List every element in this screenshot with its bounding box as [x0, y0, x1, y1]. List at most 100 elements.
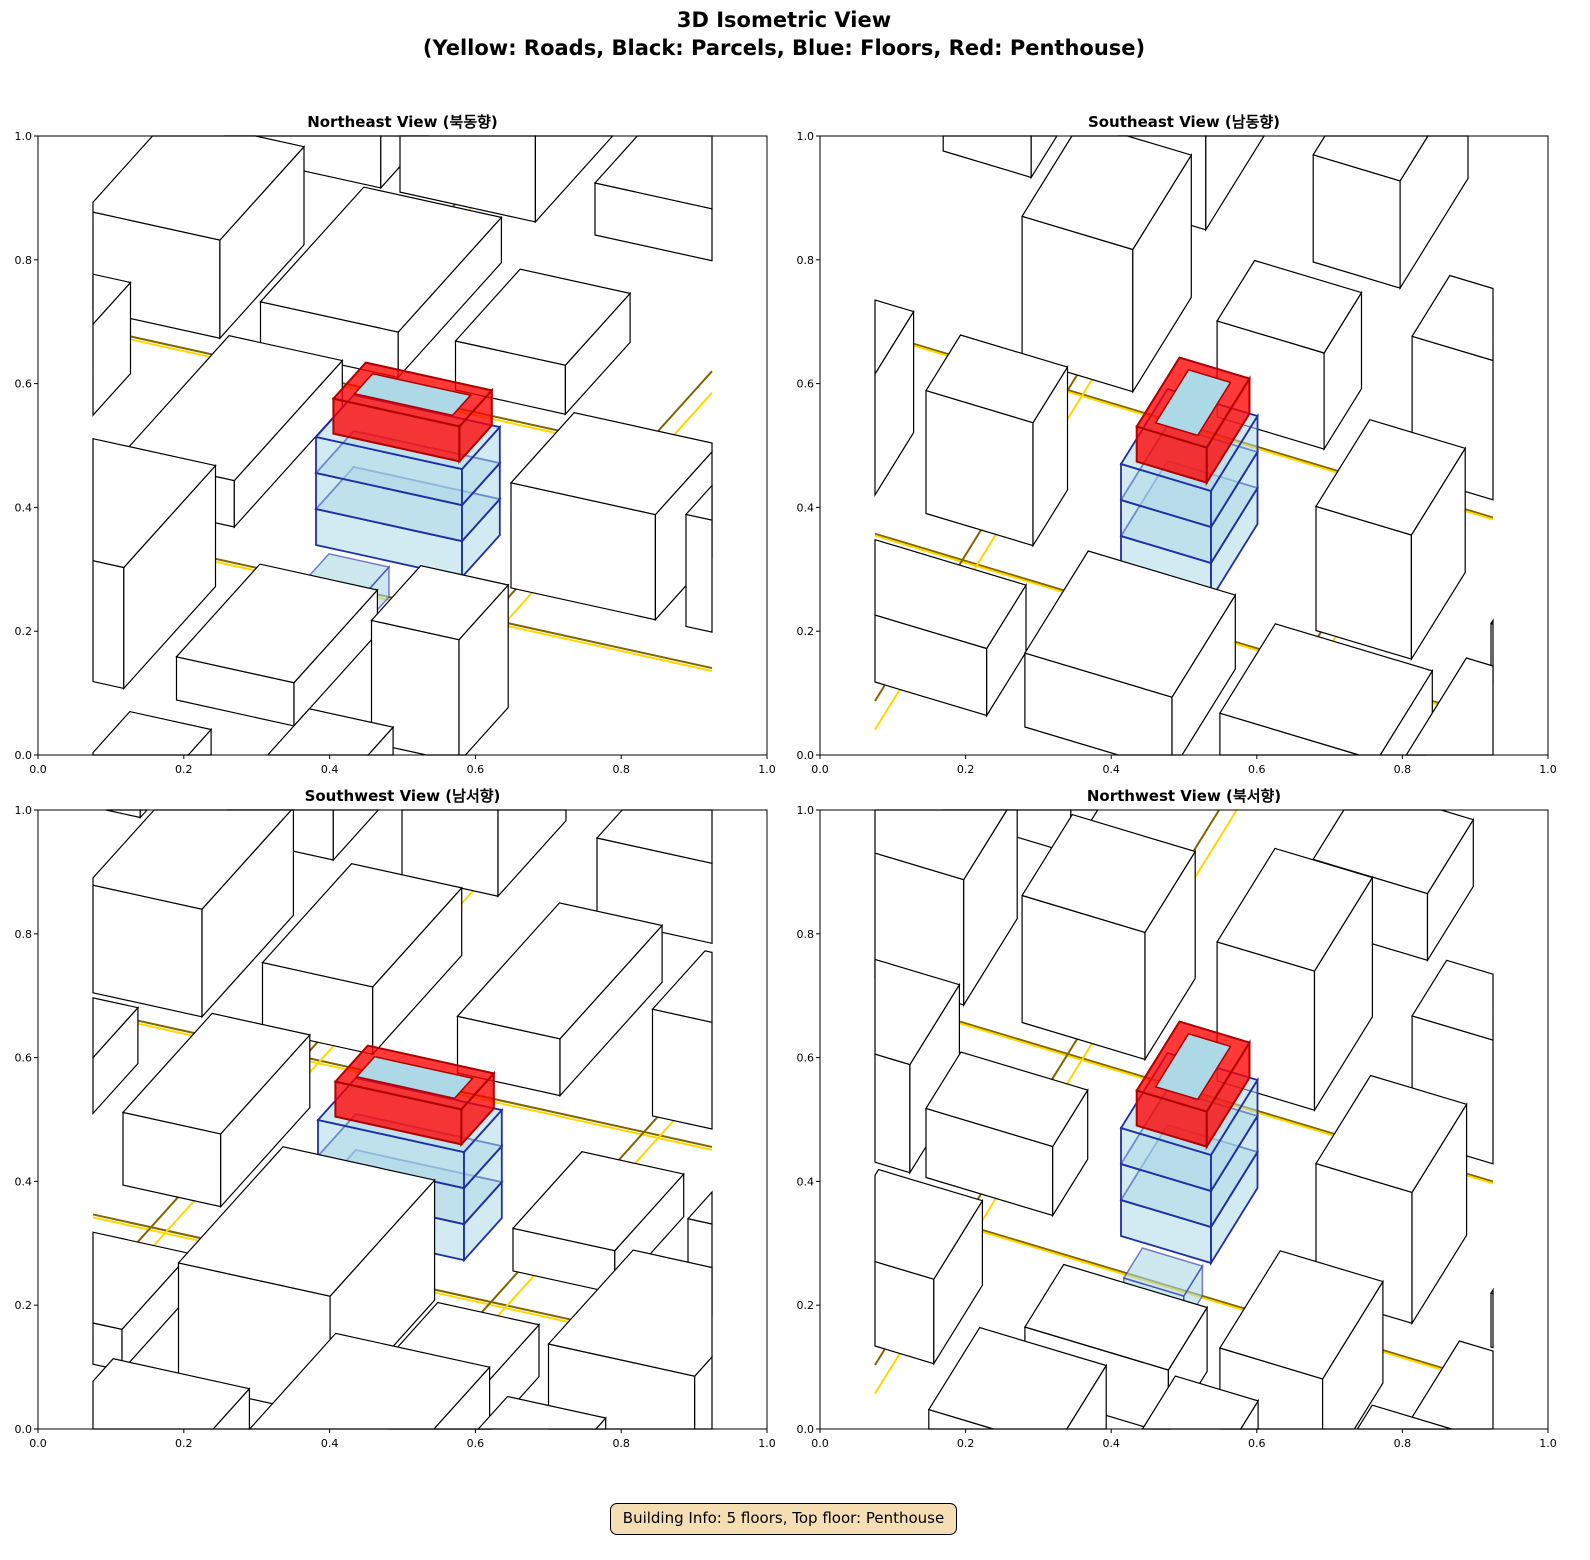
parcel-building — [927, 1326, 1108, 1430]
scene — [92, 135, 713, 756]
parcel-building — [1021, 813, 1197, 1062]
parcel-building-face — [1315, 418, 1467, 536]
parcel-building-face — [651, 950, 713, 1024]
penthouse-courtyard — [355, 1055, 475, 1100]
parcel-building — [509, 412, 713, 622]
parcel-building — [92, 273, 132, 417]
parcel-building-face — [139, 809, 149, 820]
parcel-building-face — [1021, 813, 1197, 934]
penthouse-courtyard — [1154, 368, 1232, 437]
parcel-building — [456, 902, 664, 1098]
parcel-building — [684, 483, 713, 633]
y-tick-label: 0.6 — [15, 1052, 33, 1065]
subplot-title: Northwest View (북서향) — [1087, 787, 1281, 805]
parcel-building-face — [942, 135, 1032, 179]
y-tick-label: 0.4 — [797, 1175, 815, 1188]
parcel-building — [175, 563, 379, 728]
x-tick-label: 0.0 — [29, 1437, 47, 1450]
y-tick-label: 0.6 — [797, 1052, 815, 1065]
parcel-building — [1218, 1250, 1384, 1430]
scene — [874, 135, 1494, 756]
parcel-building — [261, 863, 463, 1056]
parcel-building-face — [1218, 1250, 1384, 1380]
parcel-building-face — [1023, 550, 1237, 698]
parcel-building-face — [1205, 135, 1266, 232]
x-tick-label: 0.8 — [612, 763, 630, 776]
x-tick-label: 0.8 — [1394, 763, 1412, 776]
y-tick-label: 0.2 — [15, 625, 33, 638]
parcel-building-face — [370, 565, 510, 641]
y-tick-label: 1.0 — [797, 804, 815, 817]
parcel-building-face — [177, 1146, 436, 1297]
parcel-building — [454, 268, 632, 416]
parcel-building — [1403, 1340, 1494, 1430]
x-tick-label: 1.0 — [1539, 1437, 1557, 1450]
x-tick-label: 0.2 — [175, 1437, 193, 1450]
parcel-building — [874, 538, 1027, 718]
parcel-building — [925, 1051, 1089, 1218]
parcel-building-face — [105, 809, 141, 819]
axes-frame — [819, 809, 1549, 1430]
parcel-building-face — [874, 958, 961, 1066]
parcel-building-face — [92, 710, 213, 756]
parcel-building-face — [1315, 1074, 1468, 1194]
y-tick-label: 1.0 — [797, 130, 815, 143]
parcel-building — [547, 1249, 713, 1430]
parcel-building — [1490, 1287, 1494, 1349]
x-tick-label: 0.4 — [321, 1437, 339, 1450]
parcel-building — [651, 950, 713, 1130]
x-tick-label: 0.0 — [811, 1437, 829, 1450]
x-tick-label: 0.2 — [957, 1437, 975, 1450]
parcel-building-face — [684, 483, 713, 521]
parcel-building — [925, 334, 1069, 548]
x-tick-label: 1.0 — [758, 1437, 776, 1450]
y-tick-label: 0.0 — [797, 1423, 815, 1436]
parcel-building-face — [651, 1008, 713, 1130]
x-tick-label: 1.0 — [1539, 763, 1557, 776]
parcel-building-face — [874, 1168, 984, 1280]
subplot-title: Northeast View (북동향) — [307, 113, 498, 131]
parcel-building — [1021, 135, 1193, 394]
parcel-building — [1312, 135, 1469, 291]
subplot-title: Southeast View (남동향) — [1088, 113, 1280, 131]
axes-frame — [819, 135, 1549, 756]
parcel-building-face — [1216, 259, 1363, 354]
parcel-building-face — [874, 299, 915, 377]
parcel-building — [92, 437, 217, 690]
parcel-building — [92, 1358, 251, 1430]
parcel-building-face — [1216, 847, 1374, 972]
y-tick-label: 0.2 — [797, 1299, 815, 1312]
x-tick-label: 0.6 — [1248, 763, 1266, 776]
y-tick-label: 0.8 — [797, 254, 815, 267]
axes-frame — [37, 809, 768, 1430]
parcel-building-face — [509, 412, 713, 516]
x-tick-label: 0.6 — [1248, 1437, 1266, 1450]
parcel-building — [1023, 550, 1237, 756]
parcel-building — [105, 809, 149, 820]
figure-title-line2: (Yellow: Roads, Black: Parcels, Blue: Fl… — [423, 36, 1145, 60]
parcel-building-face — [1411, 274, 1494, 362]
y-tick-label: 0.4 — [15, 501, 33, 514]
parcel-building-face — [261, 863, 463, 988]
parcel-building — [92, 809, 294, 1019]
road — [92, 809, 547, 1314]
scene — [874, 809, 1494, 1430]
parcel-building-face — [874, 1053, 911, 1174]
parcel-building-face — [175, 563, 379, 684]
parcel-building — [92, 997, 140, 1115]
parcel-building — [1315, 418, 1467, 662]
y-tick-label: 0.2 — [15, 1299, 33, 1312]
parcel-building-face — [925, 1051, 1089, 1148]
y-tick-label: 0.8 — [15, 928, 33, 941]
parcel-building — [1315, 1074, 1468, 1326]
figure-title-line1: 3D Isometric View — [677, 8, 891, 32]
subplots: Northeast View (북동향) 0.0 0.2 0.4 0.6 0.8 1.0 0.… — [15, 113, 1557, 1450]
parcel-building-face — [121, 1012, 311, 1135]
building-info-box: Building Info: 5 floors, Top floor: Pent… — [610, 1503, 957, 1535]
x-tick-label: 0.4 — [321, 763, 339, 776]
x-tick-label: 0.2 — [957, 763, 975, 776]
